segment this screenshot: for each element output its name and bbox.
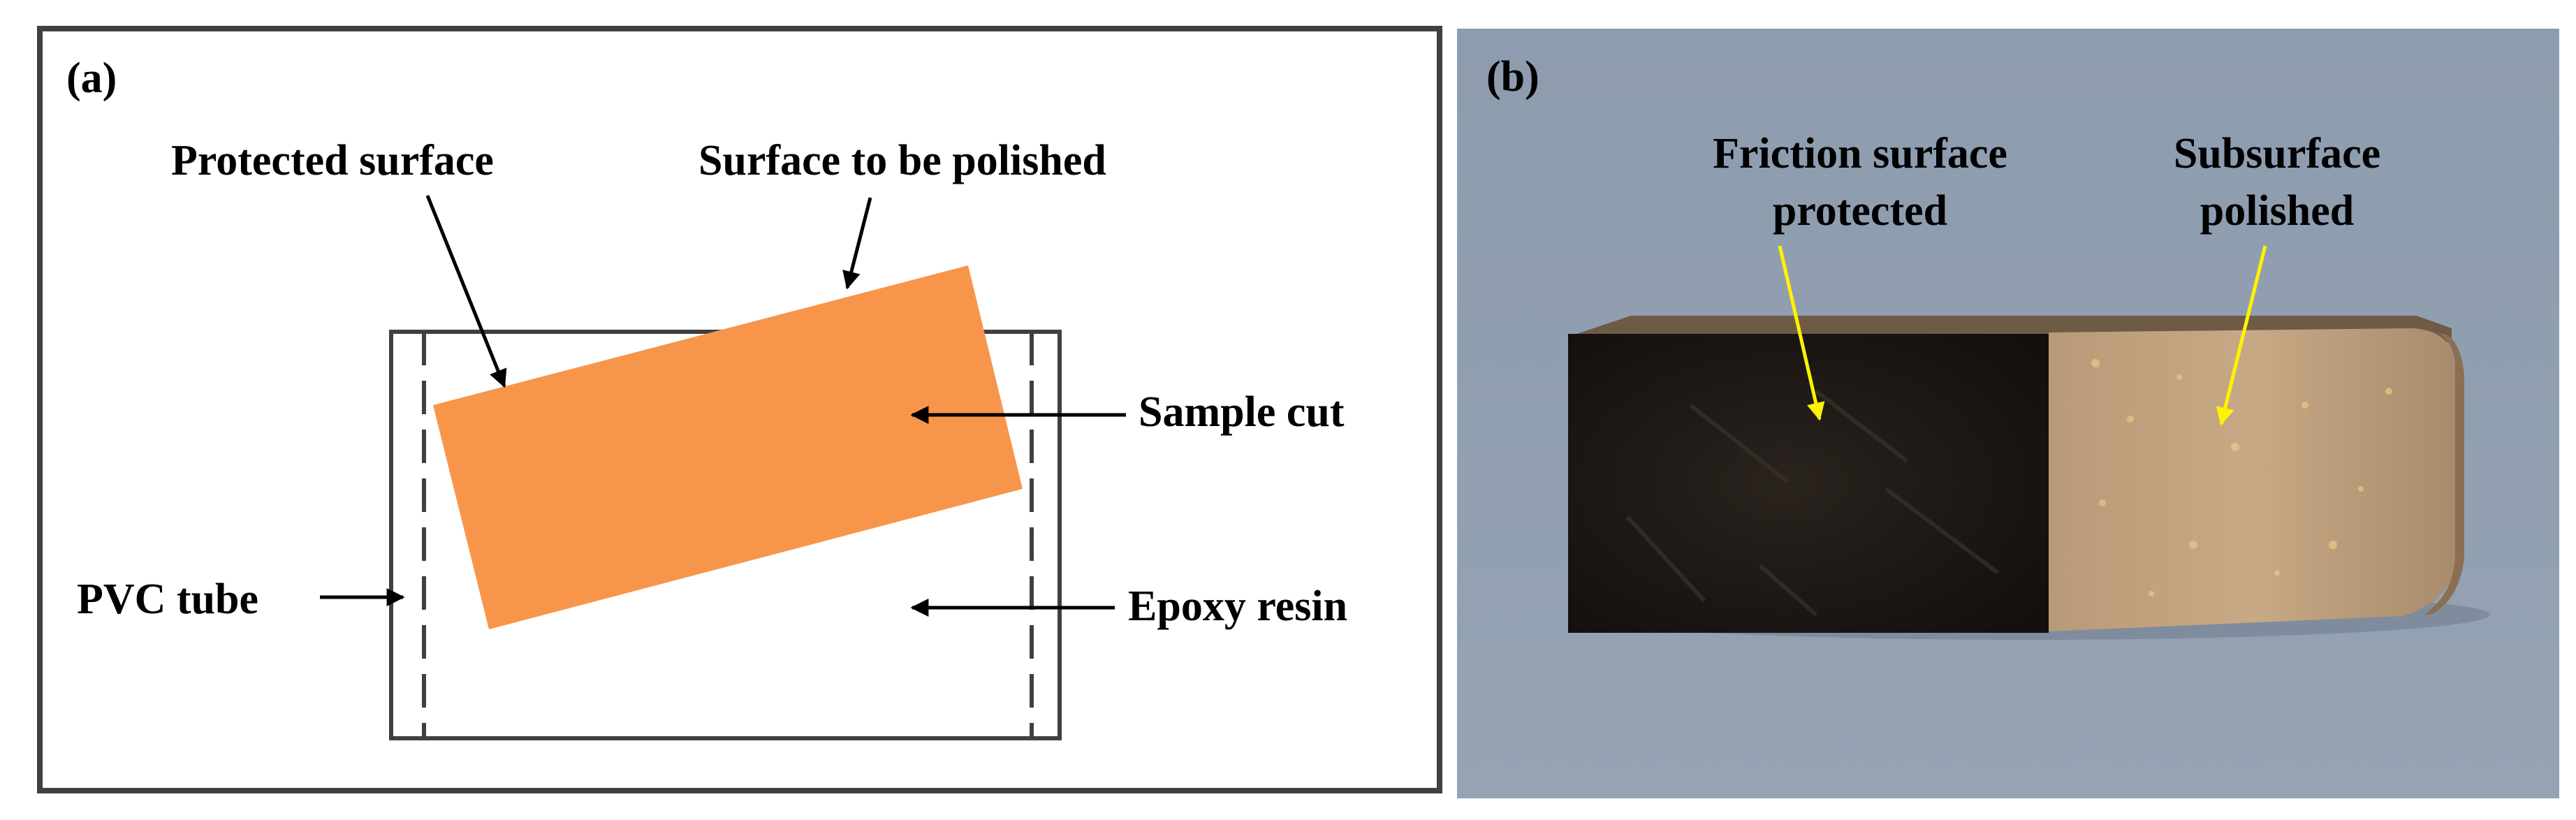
panel-b-tag: (b) <box>1486 53 1539 101</box>
panel-a-tag: (a) <box>66 54 117 102</box>
arrow-friction-surface <box>1778 245 1825 421</box>
sample-photo <box>1568 316 2490 640</box>
sample-right-edge <box>2424 332 2465 615</box>
friction-surface-streaks <box>1625 389 1999 617</box>
arrow-subsurface <box>2216 245 2267 426</box>
subsurface-face <box>2049 328 2459 631</box>
sample-cut-shape <box>433 265 1023 629</box>
label-subsurface-line1: Subsurface <box>2174 130 2380 177</box>
subsurface-speckles <box>2091 359 2392 596</box>
label-surface-to-be-polished: Surface to be polished <box>698 137 1106 184</box>
label-protected-surface: Protected surface <box>171 137 494 184</box>
panel-b: (b) Friction surface protected Subsurfa <box>1457 29 2559 798</box>
label-subsurface-line2: polished <box>2200 187 2355 235</box>
friction-surface-face <box>1568 334 2049 633</box>
label-epoxy-resin: Epoxy resin <box>1128 583 1347 630</box>
label-friction-surface-line1: Friction surface <box>1713 130 2007 177</box>
label-sample-cut: Sample cut <box>1139 388 1345 436</box>
arrow-protected-surface <box>425 195 507 388</box>
arrow-surface-to-be-polished <box>842 197 872 290</box>
label-friction-surface-line2: protected <box>1773 187 1947 235</box>
label-pvc-tube: PVC tube <box>77 576 258 623</box>
panel-a: (a) Protected surface Surface to be poli… <box>37 26 1442 793</box>
